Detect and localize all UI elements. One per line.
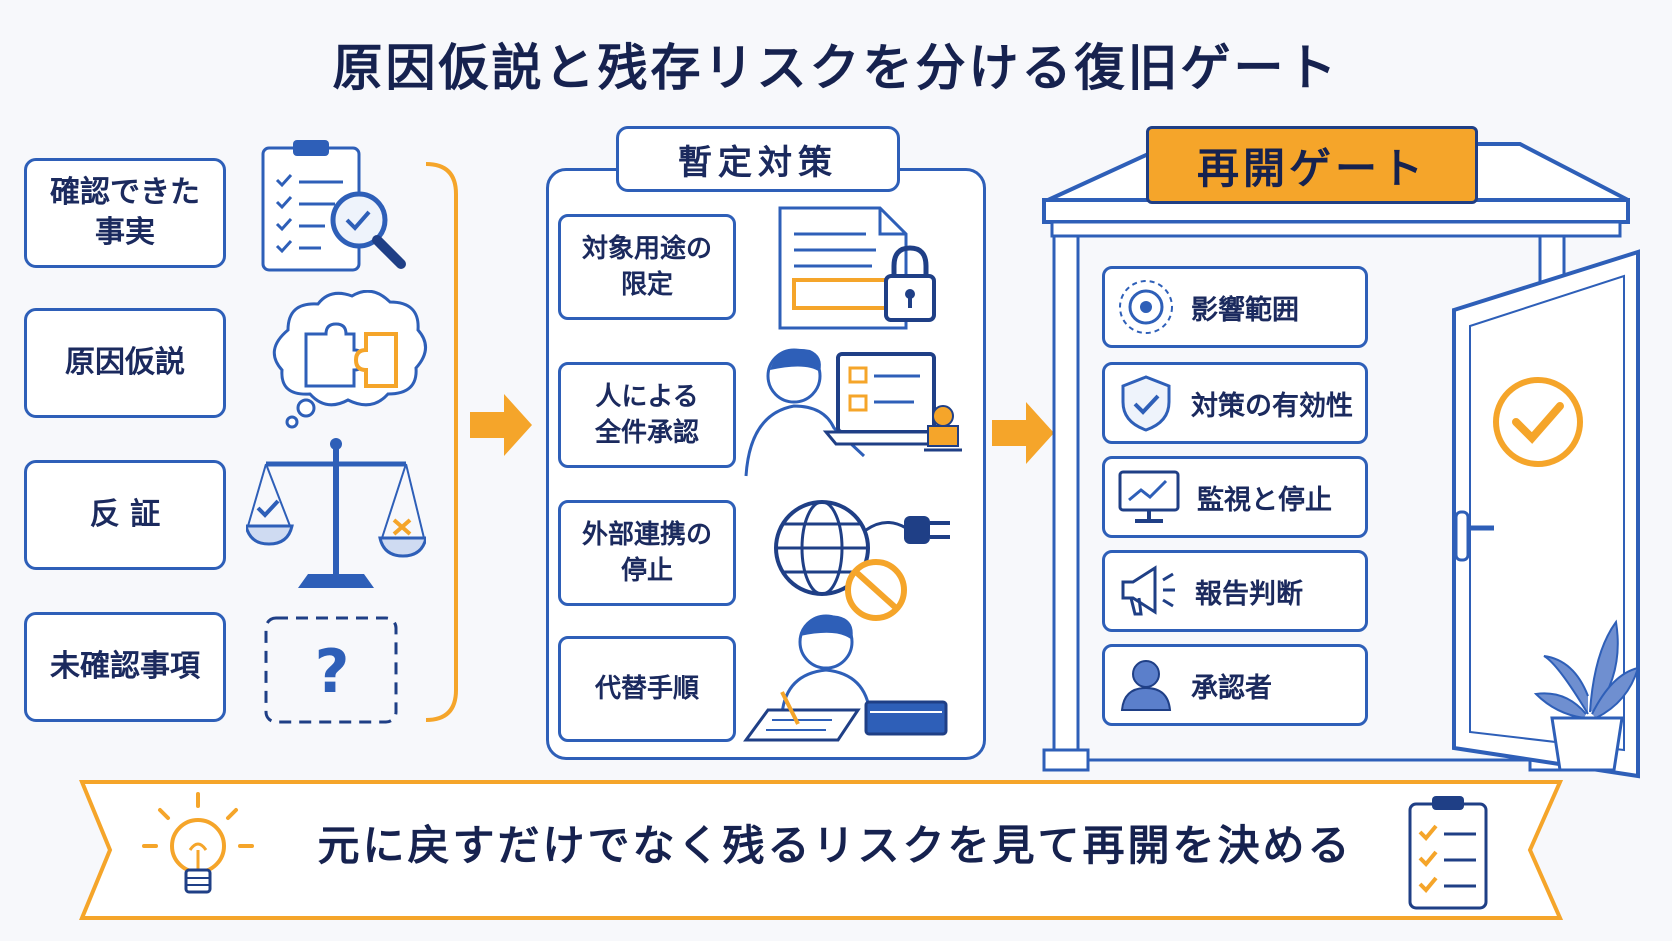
checklist-icon	[1408, 796, 1488, 910]
arrow-right-icon	[992, 402, 1054, 464]
plant-icon	[1533, 619, 1640, 772]
gate-item-label: 監視と停止	[1197, 484, 1332, 516]
question-mark-icon: ?	[264, 616, 398, 724]
conclusion-text: 元に戻すだけでなく残るリスクを見て再開を決める	[317, 821, 1353, 870]
counter-evidence-label: 反 証	[89, 496, 161, 532]
gate-sign: 再開ゲート	[1146, 126, 1478, 204]
hypothesis-label: 原因仮説	[65, 344, 185, 380]
globe-plug-blocked-icon	[774, 500, 950, 621]
lightbulb-icon	[142, 792, 254, 894]
usage-limit-box: 対象用途の 限定	[558, 214, 736, 320]
panel-title: 暫定対策	[616, 126, 900, 192]
gate-structure	[1042, 142, 1640, 779]
gate-item-effectiveness: 対策の有効性	[1102, 362, 1368, 444]
counter-evidence-box: 反 証	[24, 460, 226, 570]
person-laptop-stamp-icon	[744, 348, 962, 477]
gate-item-reporting: 報告判断	[1102, 550, 1368, 632]
gate-item-label: 対策の有効性	[1191, 390, 1353, 422]
human-approval-label: 人による 全件承認	[594, 381, 699, 448]
alternate-procedure-box: 代替手順	[558, 636, 736, 742]
document-lock-icon	[778, 206, 936, 330]
svg-text:?: ?	[315, 637, 350, 707]
human-approval-box: 人による 全件承認	[558, 362, 736, 468]
gate-item-label: 承認者	[1191, 672, 1272, 704]
unconfirmed-box: 未確認事項	[24, 612, 226, 722]
gate-item-approver: 承認者	[1102, 644, 1368, 726]
hypothesis-box: 原因仮説	[24, 308, 226, 418]
page-title: 原因仮説と残存リスクを分ける復旧ゲート	[332, 39, 1340, 97]
person-writing-icon	[743, 614, 948, 742]
balance-scale-icon	[246, 438, 426, 588]
target-icon	[1119, 280, 1173, 334]
conclusion-banner	[79, 780, 1564, 920]
gate-item-label: 影響範囲	[1191, 294, 1299, 326]
monitor-chart-icon	[1118, 470, 1180, 523]
shield-check-icon	[1121, 375, 1171, 432]
alternate-procedure-label: 代替手順	[594, 673, 699, 704]
gate-item-impact-scope: 影響範囲	[1102, 266, 1368, 348]
left-bracket	[425, 162, 458, 722]
fact-label: 確認できた 事実	[50, 174, 200, 251]
usage-limit-label: 対象用途の 限定	[581, 233, 712, 300]
gate-item-label: 報告判断	[1195, 578, 1303, 610]
clipboard-magnifier-icon	[261, 140, 406, 272]
gate-item-monitoring: 監視と停止	[1102, 456, 1368, 538]
unconfirmed-label: 未確認事項	[50, 648, 200, 684]
megaphone-icon	[1121, 565, 1175, 616]
external-stop-box: 外部連携の 停止	[558, 500, 736, 606]
user-icon	[1120, 660, 1172, 711]
puzzle-thought-icon	[272, 290, 427, 429]
external-stop-label: 外部連携の 停止	[581, 519, 712, 586]
fact-box: 確認できた 事実	[24, 158, 226, 268]
arrow-right-icon	[470, 394, 532, 456]
